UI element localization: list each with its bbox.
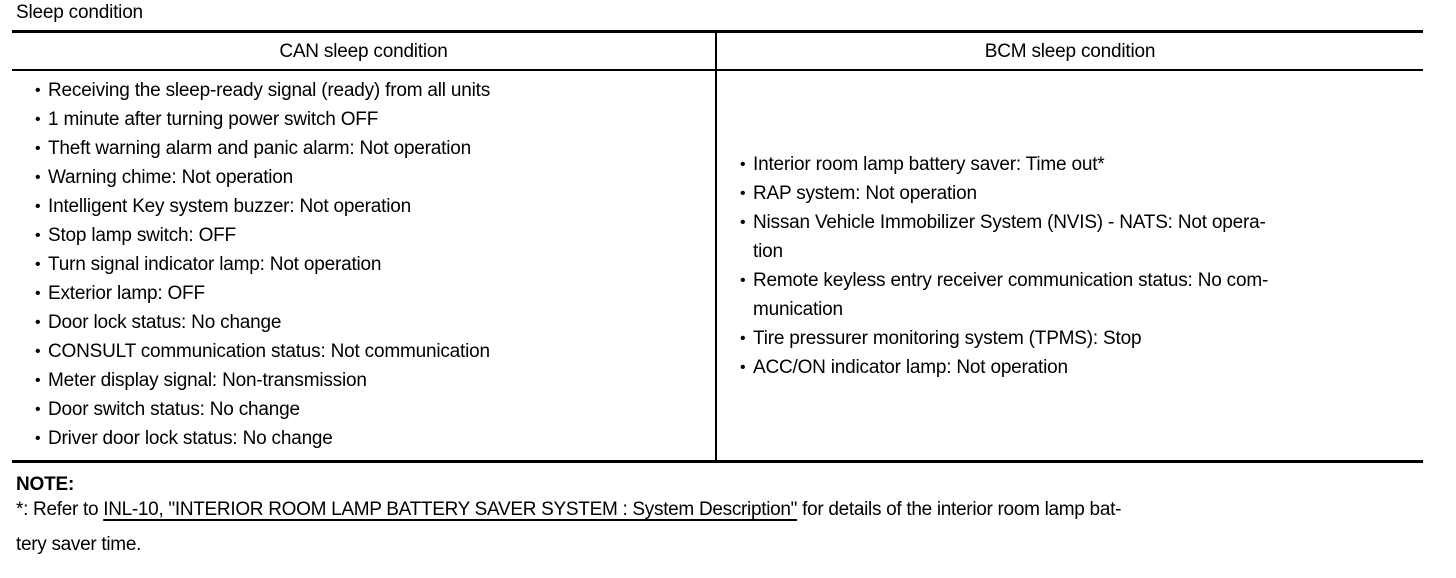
list-item-text: CONSULT communication status: Not commun… (48, 341, 490, 362)
footnote-line-1: *: Refer to INL-10, "INTERIOR ROOM LAMP … (16, 492, 1452, 527)
bullet-icon: • (35, 82, 41, 99)
list-item: • Exterior lamp: OFF (35, 279, 705, 308)
can-sleep-condition-list: • Receiving the sleep-ready signal (ready… (12, 71, 715, 460)
list-item-text: Tire pressurer monitoring system (TPMS):… (753, 327, 1142, 349)
footnote-suffix: for details of the interior room lamp ba… (797, 499, 1122, 520)
list-item: • Driver door lock status: No change (35, 424, 705, 453)
bullet-icon: • (740, 358, 746, 376)
list-item-text: Nissan Vehicle Immobilizer System (NVIS)… (753, 211, 1266, 262)
list-item: • 1 minute after turning power switch OFF (35, 105, 705, 134)
list-item: • Door lock status: No change (35, 308, 705, 337)
column-header-can-sleep-condition: CAN sleep condition (279, 41, 448, 62)
bullet-icon: • (35, 285, 41, 302)
table-header-row: CAN sleep condition BCM sleep condition (12, 33, 1423, 71)
list-item-text: Exterior lamp: OFF (48, 283, 205, 304)
list-item-text: Door switch status: No change (48, 399, 300, 420)
bullet-icon: • (35, 198, 41, 215)
list-item-text: Theft warning alarm and panic alarm: Not… (48, 138, 472, 159)
bullet-icon: • (740, 271, 746, 289)
column-divider (715, 33, 717, 460)
list-item-text: RAP system: Not operation (753, 182, 977, 204)
column-header-bcm-sleep-condition: BCM sleep condition (984, 41, 1156, 62)
section-label: Sleep condition (16, 2, 143, 23)
list-item-text: Door lock status: No change (48, 312, 282, 333)
list-item: • Tire pressurer monitoring system (TPMS)… (740, 324, 1413, 353)
bullet-icon: • (35, 256, 41, 273)
bullet-icon: • (740, 329, 746, 347)
list-item-text: Meter display signal: Non-transmission (48, 370, 367, 391)
list-item: • Theft warning alarm and panic alarm: No… (35, 134, 705, 163)
table-body-row: • Receiving the sleep-ready signal (ready… (12, 71, 1423, 460)
list-item: • Door switch status: No change (35, 395, 705, 424)
footnote: *: Refer to INL-10, "INTERIOR ROOM LAMP … (16, 492, 1452, 562)
bullet-icon: • (740, 184, 746, 202)
bullet-icon: • (35, 314, 41, 331)
list-item: • RAP system: Not operation (740, 179, 1413, 208)
list-item-text: 1 minute after turning power switch OFF (48, 109, 379, 130)
list-item: • CONSULT communication status: Not commu… (35, 337, 705, 366)
bullet-icon: • (35, 140, 41, 157)
inl-10-reference-link[interactable]: INL-10, "INTERIOR ROOM LAMP BATTERY SAVE… (103, 499, 798, 520)
list-item-text: Turn signal indicator lamp: Not operatio… (48, 254, 382, 275)
note-label: NOTE: (16, 474, 75, 495)
list-item-text: ACC/ON indicator lamp: Not operation (753, 356, 1068, 378)
bullet-icon: • (35, 343, 41, 360)
list-item: • Remote keyless entry receiver communica… (740, 266, 1413, 324)
bullet-icon: • (35, 169, 41, 186)
sleep-condition-table: CAN sleep condition BCM sleep condition … (12, 30, 1423, 463)
list-item-text: Driver door lock status: No change (48, 428, 333, 449)
list-item: • Stop lamp switch: OFF (35, 221, 705, 250)
list-item: • Meter display signal: Non-transmission (35, 366, 705, 395)
list-item-text: Remote keyless entry receiver communicat… (753, 269, 1269, 320)
bcm-sleep-condition-list: • Interior room lamp battery saver: Time … (717, 71, 1423, 460)
bullet-icon: • (35, 430, 41, 447)
list-item: • Warning chime: Not operation (35, 163, 705, 192)
list-item: • Nissan Vehicle Immobilizer System (NVIS… (740, 208, 1413, 266)
list-item: • Interior room lamp battery saver: Time … (740, 150, 1413, 179)
bullet-icon: • (35, 372, 41, 389)
list-item: • ACC/ON indicator lamp: Not operation (740, 353, 1413, 382)
footnote-line-2: tery saver time. (16, 534, 142, 555)
list-item-text: Interior room lamp battery saver: Time o… (753, 153, 1105, 175)
list-item: • Receiving the sleep-ready signal (ready… (35, 76, 705, 105)
list-item-text: Receiving the sleep-ready signal (ready)… (48, 80, 491, 101)
bullet-icon: • (740, 213, 746, 231)
list-item: • Turn signal indicator lamp: Not operati… (35, 250, 705, 279)
bullet-icon: • (35, 227, 41, 244)
list-item-text: Intelligent Key system buzzer: Not opera… (48, 196, 411, 217)
bullet-icon: • (740, 155, 746, 173)
bullet-icon: • (35, 401, 41, 418)
list-item-text: Stop lamp switch: OFF (48, 225, 236, 246)
footnote-prefix: *: Refer to (16, 499, 104, 520)
list-item: • Intelligent Key system buzzer: Not oper… (35, 192, 705, 221)
list-item-text: Warning chime: Not operation (48, 167, 294, 188)
bullet-icon: • (35, 111, 41, 128)
